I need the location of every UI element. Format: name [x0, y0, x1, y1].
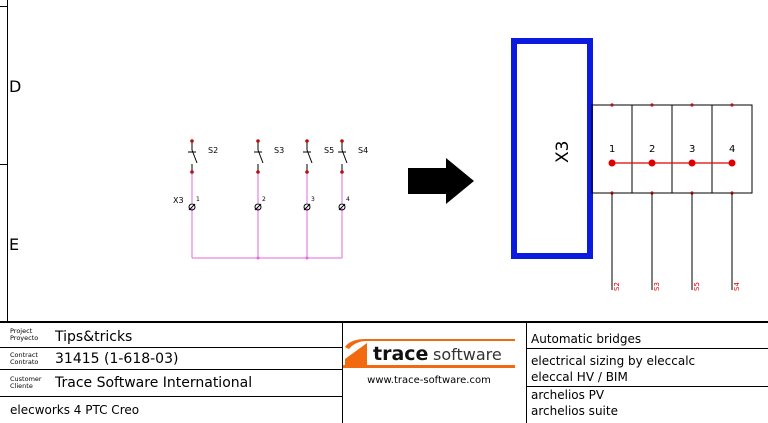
right-line: electrical sizing by eleccalc	[531, 354, 696, 368]
logo-swoosh-top	[345, 339, 515, 349]
project-value: Tips&tricks	[55, 329, 133, 345]
right-line: eleccal HV / BIM	[531, 370, 628, 384]
bridge-pin: 1	[609, 144, 615, 155]
switch-s3: S3	[254, 139, 284, 174]
row-label-d: D	[9, 77, 21, 96]
terminal-block-label: X3	[553, 141, 573, 163]
pink-wiring	[191, 172, 343, 259]
customer-value: Trace Software International	[55, 375, 253, 391]
pin-number: 4	[346, 196, 350, 203]
switch-label: S5	[324, 146, 334, 155]
schematic-sheet: D E S2 S3 S5	[0, 0, 768, 322]
terminal-3: 3	[303, 196, 315, 211]
arrow-right-icon	[408, 158, 474, 204]
pink-junctions	[256, 256, 309, 260]
bridge-pin: 4	[729, 144, 735, 155]
contract-value: 31415 (1-618-03)	[55, 351, 179, 367]
bridge-dots	[608, 159, 736, 167]
wire-label: S4	[733, 282, 741, 291]
footer-text: elecworks 4 PTC Creo	[10, 403, 140, 417]
wire-label: S2	[613, 282, 621, 291]
logo-swoosh-left	[345, 343, 367, 365]
logo-text-light: software	[433, 345, 502, 364]
logo-text-bold: trace	[373, 343, 428, 365]
right-line: archelios PV	[531, 388, 605, 402]
pin-number: 3	[311, 196, 315, 203]
terminal-label: X3	[173, 196, 184, 205]
bridge-wires	[611, 193, 733, 290]
terminal-4: 4	[338, 196, 350, 211]
row-label-e: E	[9, 235, 19, 254]
wire-label: S3	[653, 282, 661, 291]
bridge-pin: 3	[689, 144, 695, 155]
terminal-2: 2	[254, 196, 266, 211]
bridge-terminals	[591, 104, 753, 194]
pin-number: 2	[262, 196, 266, 203]
logo-url: www.trace-software.com	[367, 375, 491, 386]
trace-software-logo: trace software	[343, 339, 515, 368]
switch-s5: S5	[303, 139, 334, 174]
switch-s4: S4	[338, 139, 368, 174]
wire-label: S5	[693, 282, 701, 291]
right-line: Automatic bridges	[531, 332, 642, 346]
terminal-block-x3	[511, 38, 593, 259]
pin-number: 1	[196, 196, 200, 203]
switch-label: S3	[274, 146, 284, 155]
switch-label: S4	[358, 146, 368, 155]
right-line: archelios suite	[531, 404, 618, 418]
switch-s2: S2	[188, 139, 218, 174]
logo-underline	[343, 365, 515, 368]
terminal-1: 1	[188, 196, 200, 211]
bridge-pin: 2	[649, 144, 655, 155]
switch-label: S2	[208, 146, 218, 155]
